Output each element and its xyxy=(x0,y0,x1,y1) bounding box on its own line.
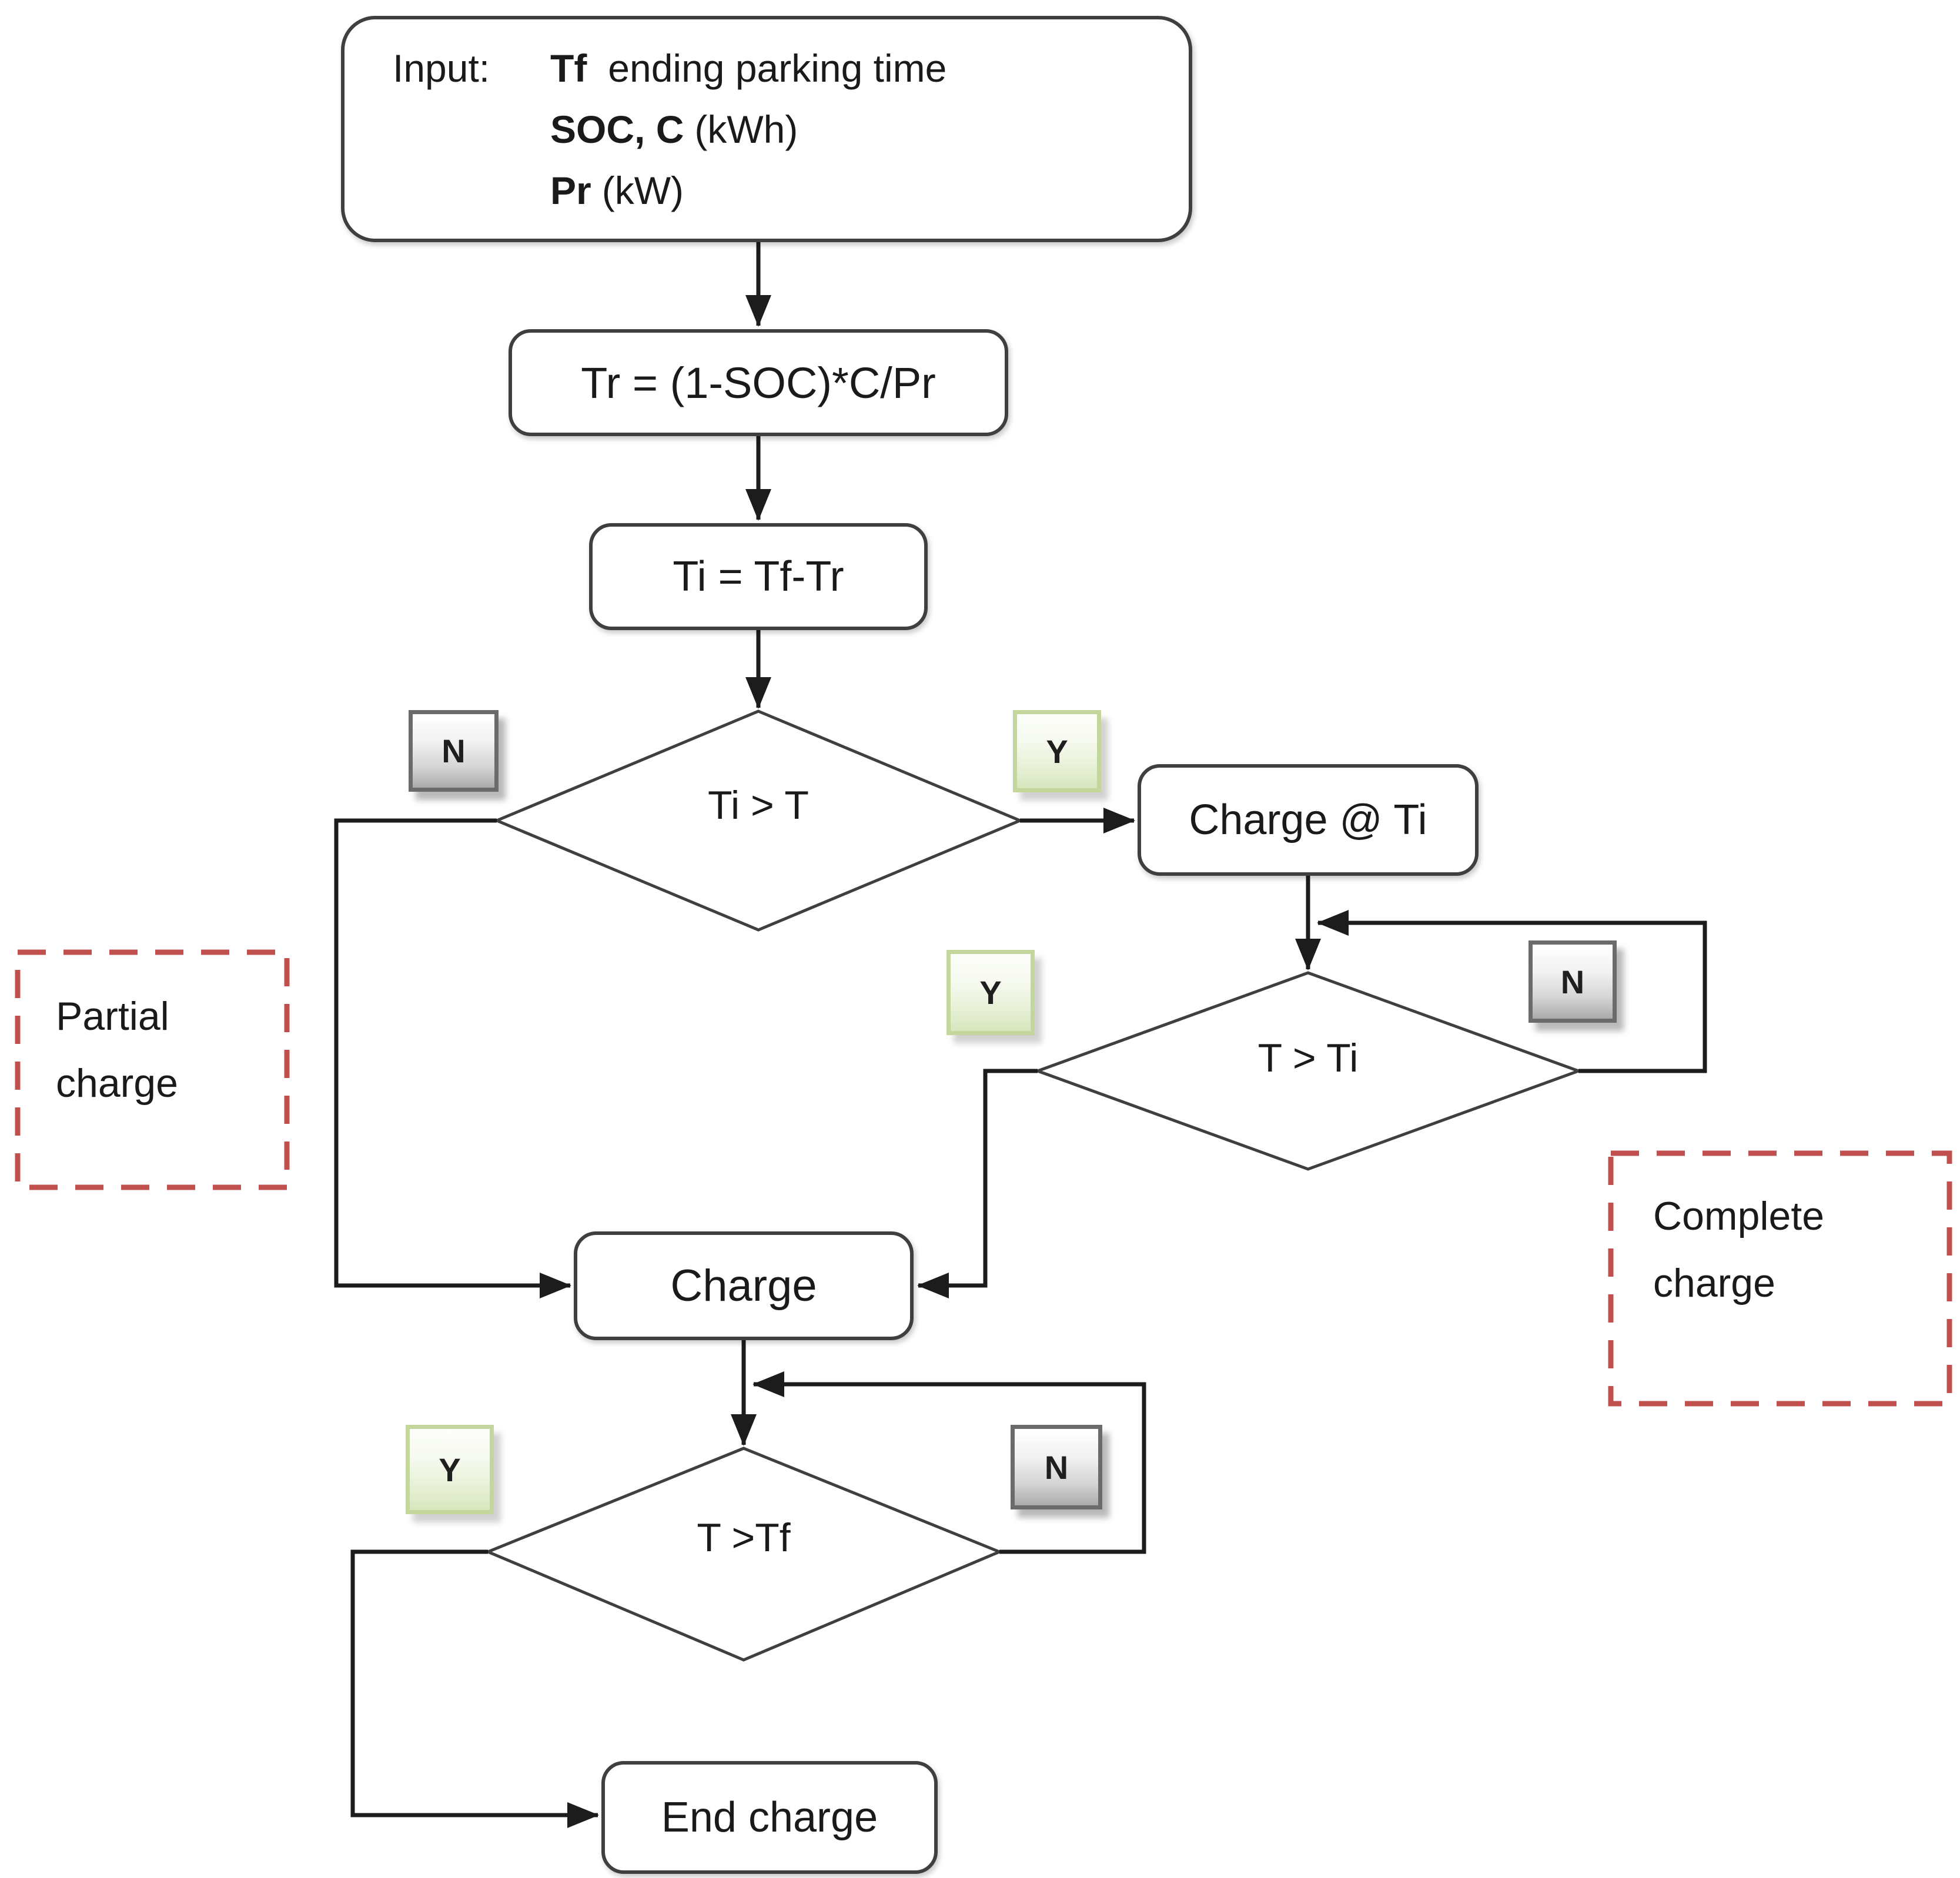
formula-tr-node: Tr = (1-SOC)*C/Pr xyxy=(509,329,1008,436)
input-pr-unit: (kW) xyxy=(601,168,684,212)
edge-d3-no-loop xyxy=(752,1371,1146,1554)
badge-no-t-gt-ti: N xyxy=(1528,940,1617,1023)
end-charge-label: End charge xyxy=(661,1794,878,1841)
badge-yes-t-gt-ti: Y xyxy=(946,950,1035,1035)
input-prefix: Input: xyxy=(393,46,490,90)
decision-ti-gt-t-shape xyxy=(493,709,1024,932)
badge-yes-ti-gt-t: Y xyxy=(1013,710,1101,792)
end-charge-node: End charge xyxy=(601,1761,938,1874)
badge-no-t-gt-tf: N xyxy=(1011,1425,1102,1509)
edge-d2-no-loop xyxy=(1317,910,1707,1073)
edge-d1-no-to-charge xyxy=(334,818,571,1298)
charge-label: Charge xyxy=(670,1261,817,1311)
edge-d3-yes-to-end xyxy=(350,1549,599,1828)
complete-charge-frame xyxy=(1608,1150,1952,1407)
formula-ti-node: Ti = Tf-Tr xyxy=(589,523,928,630)
partial-charge-annotation: Partial charge xyxy=(56,983,178,1117)
input-soc-unit: (kWh) xyxy=(694,107,798,151)
partial-charge-line1: Partial xyxy=(56,994,169,1039)
edge-d2-yes-to-charge xyxy=(917,1069,1038,1298)
badge-yes-t-gt-tf: Y xyxy=(406,1425,494,1514)
complete-charge-line1: Complete xyxy=(1653,1194,1825,1238)
complete-charge-line2: charge xyxy=(1653,1261,1775,1305)
input-soc-c: SOC, C xyxy=(550,107,684,151)
charge-at-ti-node: Charge @ Ti xyxy=(1138,764,1479,876)
charge-node: Charge xyxy=(574,1231,914,1340)
partial-charge-line2: charge xyxy=(56,1061,178,1106)
formula-ti-label: Ti = Tf-Tr xyxy=(673,553,844,600)
complete-charge-annotation: Complete charge xyxy=(1653,1183,1824,1317)
input-tf-desc: ending parking time xyxy=(608,46,947,90)
decision-t-gt-tf-shape xyxy=(484,1447,1004,1662)
charge-at-ti-label: Charge @ Ti xyxy=(1189,796,1427,843)
decision-t-gt-ti-shape xyxy=(1033,971,1583,1171)
badge-no-ti-gt-t: N xyxy=(409,710,499,792)
formula-tr-label: Tr = (1-SOC)*C/Pr xyxy=(581,358,936,407)
partial-charge-frame xyxy=(15,949,290,1190)
input-tf: Tf xyxy=(550,46,587,90)
input-pr: Pr xyxy=(550,168,591,212)
